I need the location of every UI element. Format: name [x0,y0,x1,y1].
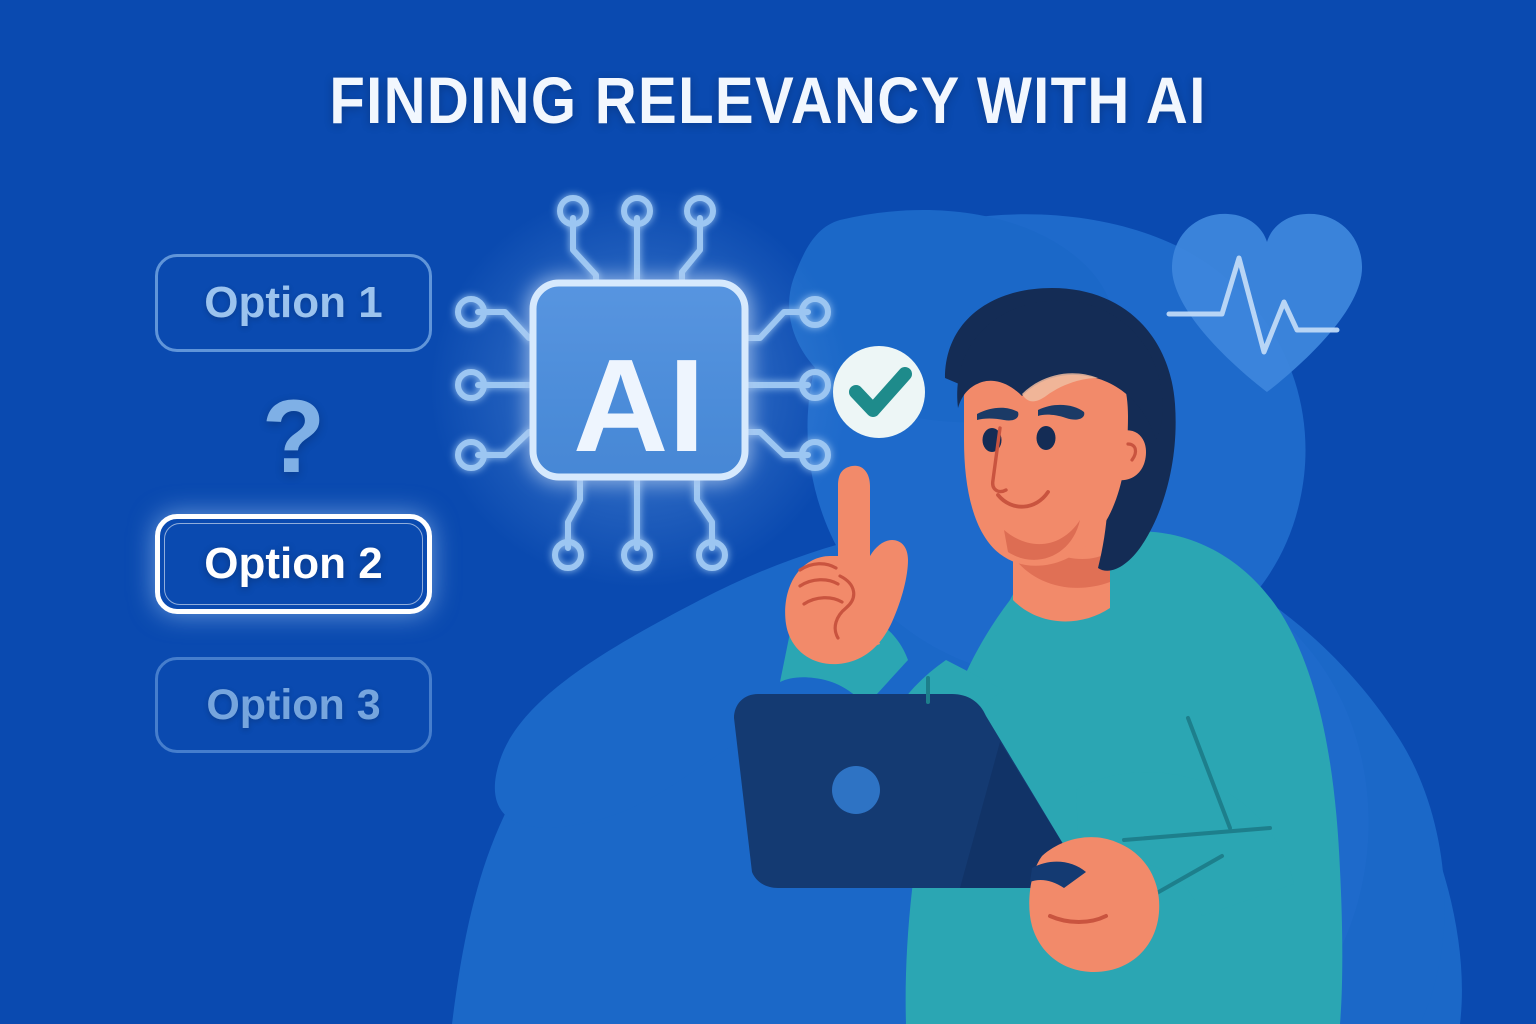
node-top-1 [557,195,589,227]
trace-right-upper [741,309,811,341]
node-top-2 [621,195,653,227]
eyebrow-left [977,407,1019,421]
node-right-3 [799,439,831,471]
knuckle-line-1 [798,562,838,572]
node-bottom-2 [621,539,653,571]
pointing-hand [785,465,908,665]
hand-crease [1048,914,1108,924]
ear [1118,430,1146,481]
laptop-logo-circle [832,766,880,814]
option-1-label: Option 1 [204,278,383,327]
node-left-3 [455,439,487,471]
circuit-nodes [455,195,831,571]
option-2-label: Option 2 [204,539,383,588]
heart-shape [1171,213,1363,392]
node-left-1 [455,296,487,328]
option-3-label: Option 3 [206,680,381,729]
neck-shadow [1013,522,1110,588]
nose [991,426,1008,494]
circuit-traces[interactable] [475,215,811,551]
trace-bottom-left [565,469,583,551]
node-bottom-1 [552,539,584,571]
trace-bottom-right [694,469,715,551]
option-button-1[interactable]: Option 1 [155,254,432,352]
option-button-3[interactable]: Option 3 [155,657,432,753]
hair-front [957,300,1163,440]
fold-diagonal-1 [1122,826,1272,842]
trace-right-lower [741,429,811,458]
shirt-sleeve-lower [1076,772,1294,916]
question-mark-indicator: ? [261,379,326,495]
knuckle-line-3 [802,596,844,606]
jaw-shadow [1004,520,1080,560]
thumb-line [833,574,856,640]
fold-vertical [1186,716,1232,830]
ear-inner-line [1126,442,1138,462]
pulse-line [1166,255,1340,355]
option-button-2-selected[interactable]: Option 2 [155,514,432,614]
chip-body[interactable] [529,279,749,481]
holding-hand-thumb [1030,861,1086,888]
mouth [996,490,1050,509]
node-left-2 [455,369,487,401]
hair-fringe-highlight [1022,373,1098,402]
eyebrow-right [1038,404,1085,420]
node-bottom-3 [696,539,728,571]
hand-knuckle-lines [798,562,856,640]
node-top-3 [684,195,716,227]
eye-right [1036,426,1056,450]
node-right-1 [799,296,831,328]
node-right-2 [799,369,831,401]
chip-label: AI [573,332,705,479]
knuckle-line-2 [798,578,840,588]
check-mark [849,367,912,417]
page-title: FINDING RELEVANCY WITH AI [329,63,1207,137]
